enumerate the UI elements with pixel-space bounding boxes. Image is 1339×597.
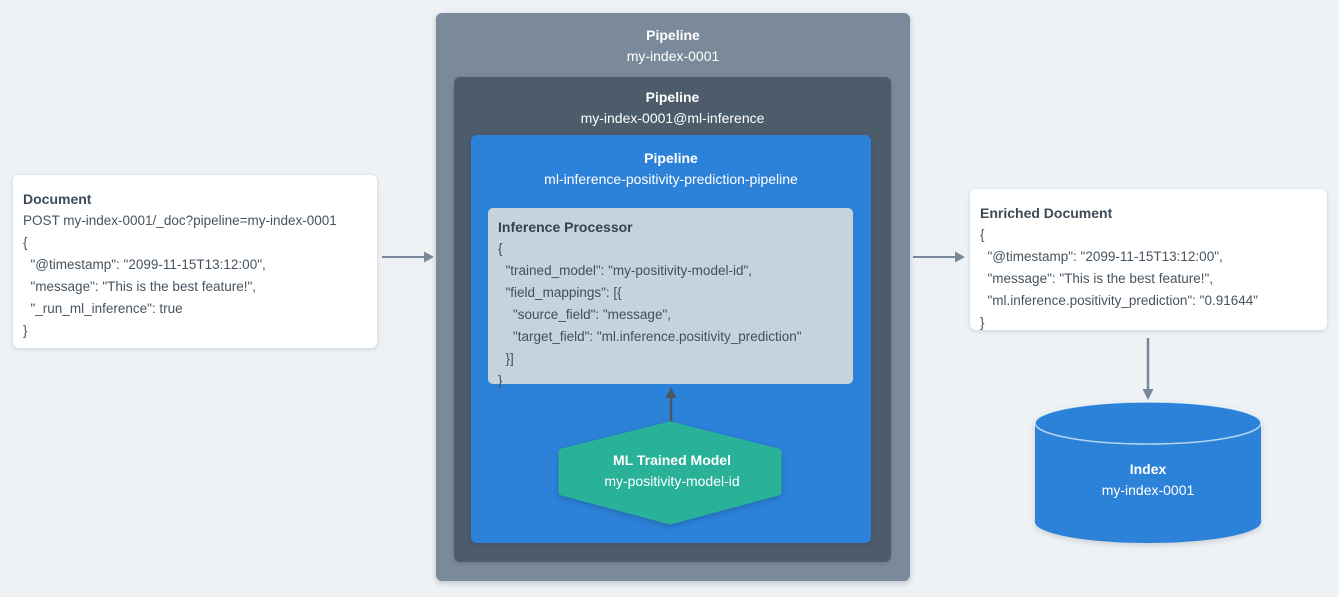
arrow-document-to-pipeline-icon xyxy=(382,251,434,263)
arrow-model-to-processor-icon xyxy=(665,387,677,424)
pipeline-outer-name: my-index-0001 xyxy=(626,48,720,64)
ml-model-hexagon-icon xyxy=(558,421,782,525)
pipeline-outer-box: Pipeline my-index-0001 Pipeline my-index… xyxy=(436,13,910,581)
pipeline-inner-box: Pipeline ml-inference-positivity-predict… xyxy=(471,135,871,543)
document-card: Document POST my-index-0001/_doc?pipelin… xyxy=(13,175,377,348)
pipeline-outer-title: Pipeline xyxy=(646,27,700,43)
enriched-document-card: Enriched Document { "@timestamp": "2099-… xyxy=(970,189,1327,330)
pipeline-middle-label: Pipeline my-index-0001@ml-inference xyxy=(454,77,891,129)
arrow-pipeline-to-enriched-icon xyxy=(913,251,965,263)
document-card-title: Document xyxy=(23,191,92,207)
document-card-code: POST my-index-0001/_doc?pipeline=my-inde… xyxy=(23,213,337,338)
inference-processor-code: { "trained_model": "my-positivity-model-… xyxy=(498,241,802,388)
inference-processor-title: Inference Processor xyxy=(498,219,633,235)
pipeline-inner-title: Pipeline xyxy=(644,150,698,166)
enriched-document-code: { "@timestamp": "2099-11-15T13:12:00", "… xyxy=(980,227,1259,330)
index-cylinder-icon xyxy=(1034,401,1262,543)
pipeline-middle-name: my-index-0001@ml-inference xyxy=(580,110,765,126)
pipeline-middle-title: Pipeline xyxy=(645,89,700,105)
arrow-enriched-to-index-icon xyxy=(1142,338,1154,400)
enriched-document-title: Enriched Document xyxy=(980,205,1113,221)
pipeline-inner-label: Pipeline ml-inference-positivity-predict… xyxy=(471,135,871,190)
inference-processor-box: Inference Processor { "trained_model": "… xyxy=(488,208,853,388)
pipeline-middle-box: Pipeline my-index-0001@ml-inference Pipe… xyxy=(454,77,891,562)
pipeline-outer-label: Pipeline my-index-0001 xyxy=(436,13,910,67)
pipeline-inner-name: ml-inference-positivity-prediction-pipel… xyxy=(544,171,798,187)
